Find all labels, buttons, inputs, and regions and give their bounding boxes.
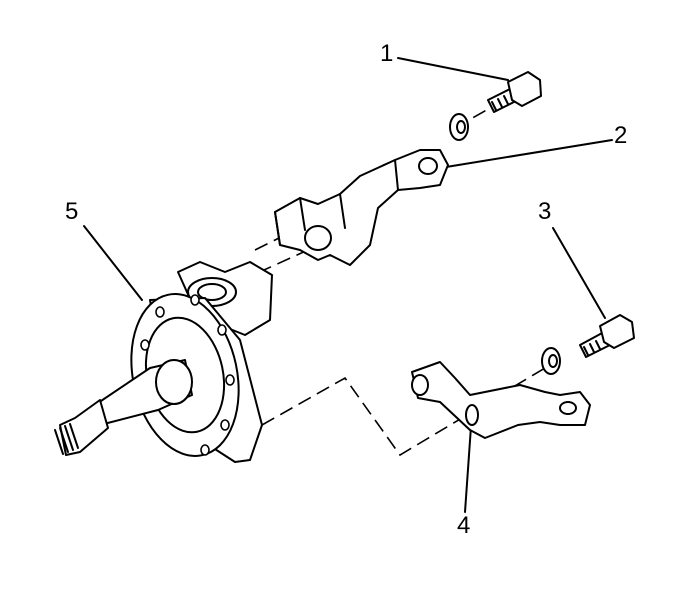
bolt-3 [579,314,635,358]
centerline-lower [261,376,473,457]
leader-3 [552,227,606,319]
leader-5 [83,225,143,301]
leader-lines [83,57,613,513]
callout-3: 3 [538,198,552,225]
bolt-1 [487,71,542,113]
leader-2 [439,139,613,169]
steering-arm-lower [411,361,591,439]
callout-2: 2 [614,122,628,149]
steering-arm-upper [274,149,449,266]
washer-3 [541,347,561,375]
callout-4: 4 [457,512,471,539]
callout-1: 1 [380,40,394,67]
washer-1 [449,113,469,141]
steering-knuckle [54,261,273,463]
centerline-upper-2 [254,229,296,251]
leader-1 [397,57,509,81]
callout-5: 5 [65,198,79,225]
